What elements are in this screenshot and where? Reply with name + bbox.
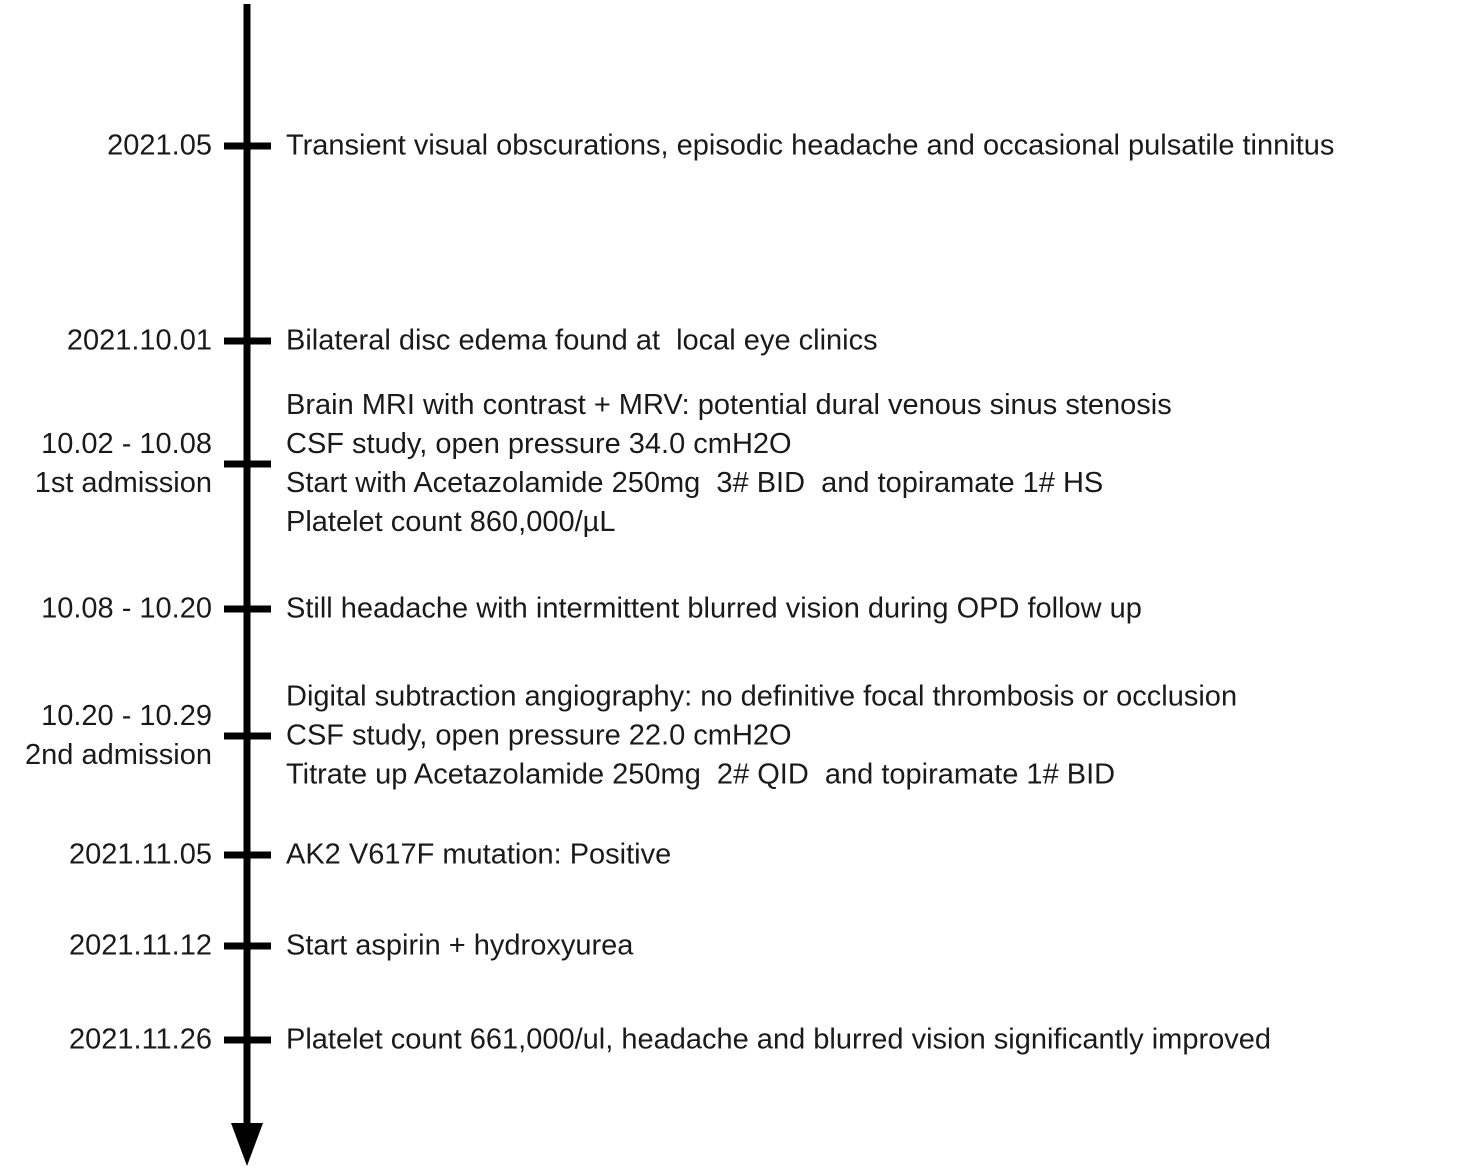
event-date-line: 2nd admission bbox=[25, 739, 212, 771]
event-date: 10.20 - 10.29 2nd admission bbox=[25, 697, 212, 775]
event-date-line: 2021.10.01 bbox=[66, 324, 212, 357]
event-date: 2021.10.01 bbox=[67, 322, 212, 361]
event-date-line: 2021.11.12 bbox=[69, 929, 212, 962]
event-description: Digital subtraction angiography: no defi… bbox=[286, 678, 1237, 795]
event-description-line: Start with Acetazolamide 250mg 3# BID an… bbox=[286, 467, 1104, 499]
event-description: Brain MRI with contrast + MRV: potential… bbox=[286, 386, 1172, 542]
event-description: Platelet count 661,000/ul, headache and … bbox=[286, 1021, 1271, 1060]
event-description-line: Platelet count 661,000/ul, headache and … bbox=[286, 1023, 1272, 1056]
event-date: 10.08 - 10.20 bbox=[41, 590, 212, 629]
event-description-line: Brain MRI with contrast + MRV: potential… bbox=[286, 389, 1172, 421]
event-description: Start aspirin + hydroxyurea bbox=[286, 927, 633, 966]
event-description-line: CSF study, open pressure 34.0 cmH2O bbox=[286, 428, 792, 460]
event-description-line: Titrate up Acetazolamide 250mg 2# QID an… bbox=[286, 758, 1116, 791]
event-description-line: Start aspirin + hydroxyurea bbox=[286, 929, 634, 962]
event-description-line: Platelet count 860,000/µL bbox=[286, 506, 616, 538]
event-description-line: Transient visual obscurations, episodic … bbox=[286, 129, 1335, 162]
event-date: 2021.11.26 bbox=[69, 1021, 212, 1060]
tick-marks bbox=[224, 142, 271, 1044]
event-date-line: 10.20 - 10.29 bbox=[41, 700, 212, 732]
event-description: AK2 V617F mutation: Positive bbox=[286, 836, 671, 875]
event-description-line: AK2 V617F mutation: Positive bbox=[286, 838, 672, 871]
event-description-line: CSF study, open pressure 22.0 cmH2O bbox=[286, 719, 792, 752]
event-date: 2021.11.12 bbox=[69, 927, 212, 966]
event-description: Bilateral disc edema found at local eye … bbox=[286, 322, 878, 361]
event-date-line: 2021.11.26 bbox=[69, 1023, 212, 1056]
event-date-line: 10.08 - 10.20 bbox=[41, 592, 212, 625]
event-description-line: Bilateral disc edema found at local eye … bbox=[286, 324, 878, 357]
event-date: 10.02 - 10.08 1st admission bbox=[35, 425, 212, 503]
timeline-arrowhead bbox=[231, 1123, 263, 1166]
event-date-line: 2021.11.05 bbox=[69, 838, 212, 871]
event-date-line: 1st admission bbox=[34, 467, 212, 499]
event-date: 2021.11.05 bbox=[69, 836, 212, 875]
event-date-line: 10.02 - 10.08 bbox=[41, 428, 212, 460]
event-description-line: Digital subtraction angiography: no defi… bbox=[286, 680, 1238, 713]
event-date-line: 2021.05 bbox=[107, 129, 212, 162]
event-description-line: Still headache with intermittent blurred… bbox=[286, 592, 1142, 625]
event-description: Transient visual obscurations, episodic … bbox=[286, 127, 1334, 166]
event-date: 2021.05 bbox=[107, 127, 212, 166]
event-description: Still headache with intermittent blurred… bbox=[286, 590, 1142, 629]
